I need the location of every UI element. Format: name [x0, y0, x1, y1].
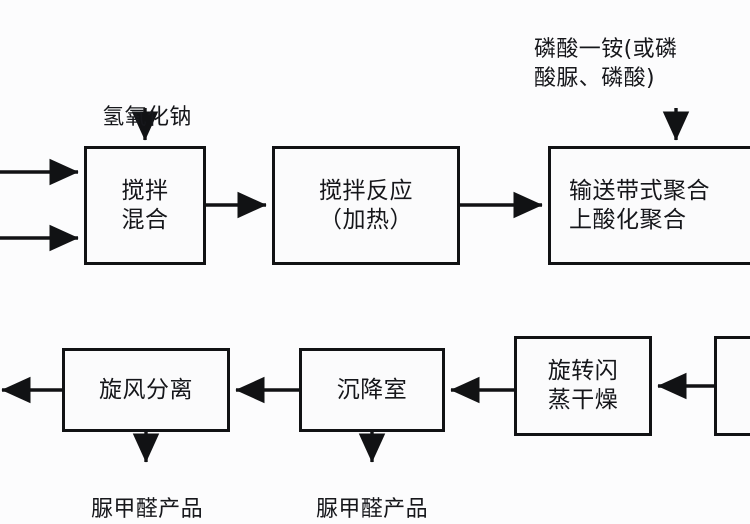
label-product-left-text: 脲甲醛产品 [90, 497, 203, 523]
node-cyclone-separation[interactable]: 旋风分离 [62, 348, 230, 432]
label-sodium-hydroxide: 氢氧化钠 [72, 74, 222, 132]
node-settling-chamber[interactable]: 沉降室 [299, 348, 445, 432]
node-stirred-reaction-label: 搅拌反应 （加热） [319, 177, 413, 233]
label-phosphate-feed-text: 磷酸一铵(或磷 酸脲、磷酸) [534, 37, 678, 92]
node-rotary-flash-dryer[interactable]: 旋转闪 蒸干燥 [514, 336, 652, 436]
node-stirred-reaction[interactable]: 搅拌反应 （加热） [272, 146, 460, 265]
connector-layer [0, 108, 714, 463]
node-cyclone-separation-label: 旋风分离 [99, 376, 193, 403]
node-mixing-label: 搅拌 混合 [121, 177, 169, 233]
label-urea-formaldehyde-product-left: 脲甲醛产品 [73, 466, 221, 524]
node-settling-chamber-label: 沉降室 [336, 376, 408, 403]
label-phosphate-feed: 磷酸一铵(或磷 酸脲、磷酸) [534, 6, 750, 122]
label-sodium-hydroxide-text: 氢氧化钠 [102, 105, 192, 131]
node-rotary-flash-dryer-label: 旋转闪 蒸干燥 [547, 358, 619, 413]
node-mixing[interactable]: 搅拌 混合 [84, 146, 206, 265]
label-urea-formaldehyde-product-right: 脲甲醛产品 [298, 466, 446, 524]
flowchart-canvas: 搅拌 混合 搅拌反应 （加热） 输送带式聚合 上酸化聚合 旋风分离 沉降室 旋转… [0, 6, 750, 523]
node-belt-polymerization-label: 输送带式聚合 上酸化聚合 [569, 177, 710, 233]
node-right-edge-unit[interactable] [714, 336, 750, 436]
label-product-right-text: 脲甲醛产品 [315, 497, 428, 523]
node-belt-polymerization[interactable]: 输送带式聚合 上酸化聚合 [548, 146, 750, 265]
